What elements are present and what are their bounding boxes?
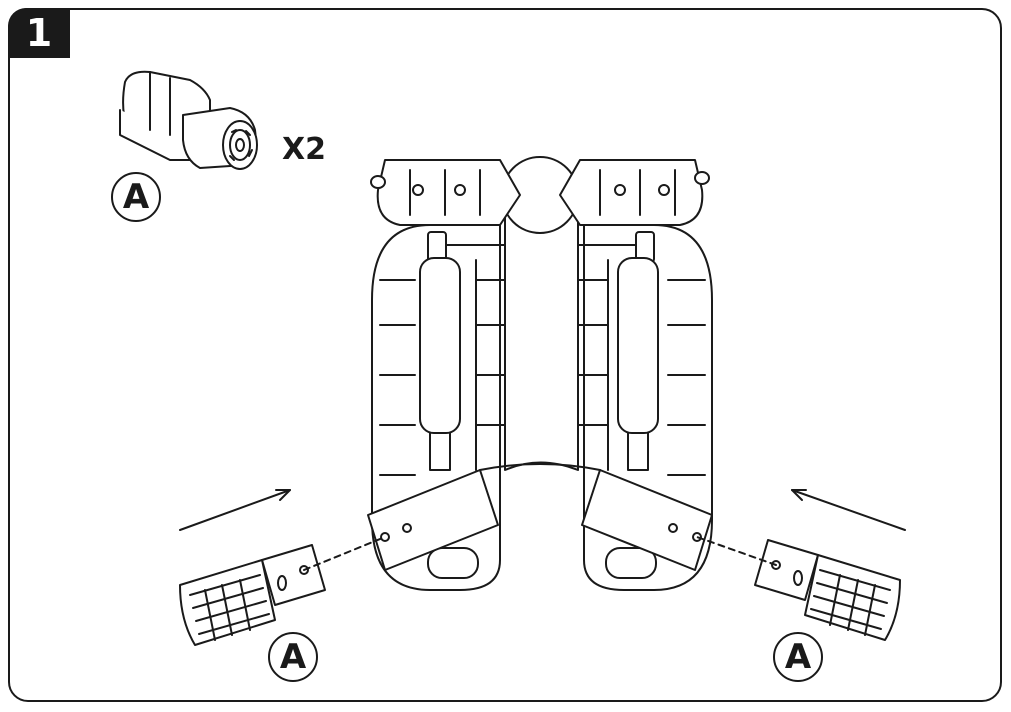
part-a-drawing: [119, 70, 258, 170]
lower-brackets: [367, 463, 713, 571]
part-a-label: A: [111, 172, 161, 222]
direction-arrows: [179, 489, 906, 531]
insertion-guides: [303, 536, 777, 571]
foot-right: [754, 539, 901, 641]
callout-left-label: A: [268, 632, 318, 682]
central-spine: [501, 156, 579, 471]
callout-right-label: A: [773, 632, 823, 682]
step-number-badge: 1: [8, 8, 70, 58]
hydraulic-cylinders: [419, 231, 659, 471]
top-pedal-plates: [370, 159, 710, 226]
step-frame: [8, 8, 1002, 702]
quantity-label: X2: [282, 132, 327, 167]
foot-left: [179, 544, 326, 646]
